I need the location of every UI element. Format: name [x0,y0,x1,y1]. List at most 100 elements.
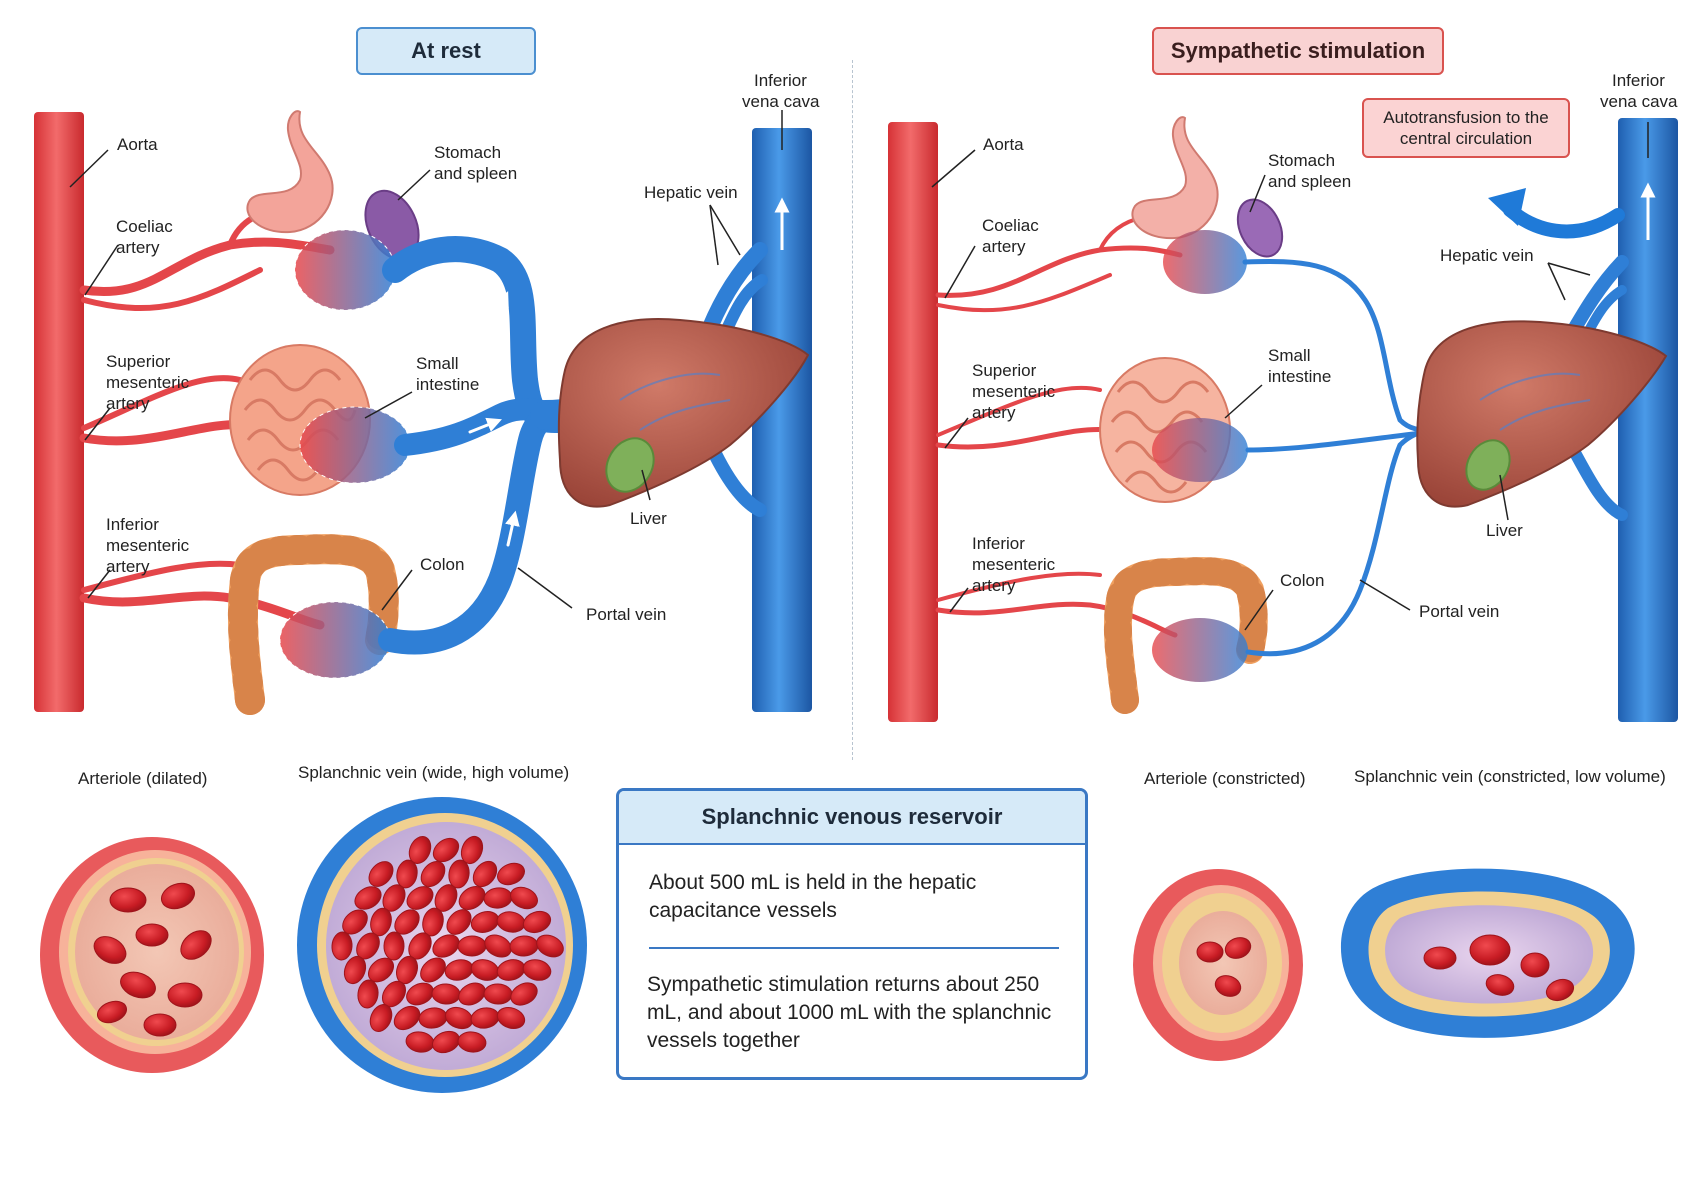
red-blood-cell [394,909,420,935]
capillary-beds [1152,230,1248,682]
sympathetic-panel-title: Sympathetic stimulation [1152,27,1444,75]
stomach [246,110,334,234]
label-stomach-1: Stomach [1268,151,1335,170]
red-blood-cell [472,860,498,888]
colon [1103,557,1268,714]
gallbladder [605,437,655,493]
red-blood-cell [484,934,512,958]
colon [227,534,399,715]
red-blood-cell [457,1031,487,1053]
autotransfusion-arrowhead [1488,188,1526,226]
label-portal-vein: Portal vein [1419,602,1499,621]
label-sma-1: Superior [972,361,1037,380]
red-blood-cell [536,934,564,958]
arteriole-dilated-cross-section [40,837,264,1073]
red-blood-cell [432,837,460,863]
red-blood-cell [420,860,446,888]
label-hepatic-vein: Hepatic vein [1440,246,1534,265]
red-blood-cell [460,835,484,865]
red-blood-cell [368,861,394,887]
red-blood-cell [396,859,418,889]
label-stomach-2: and spleen [434,164,517,183]
reservoir-title: Splanchnic venous reservoir [619,791,1085,845]
label-ivc-2: vena cava [742,92,820,111]
red-blood-cell [510,886,538,910]
reservoir-text-1: About 500 mL is held in the hepatic capa… [649,871,977,922]
reservoir-separator [649,947,1059,949]
panel-divider [852,60,853,760]
leader-lines [931,122,1649,631]
red-blood-cell [432,934,460,958]
reservoir-text-2: Sympathetic stimulation returns about 25… [647,973,1052,1052]
red-blood-cell [342,909,368,935]
label-sma-1: Superior [106,352,171,371]
ivc [1618,118,1678,722]
label-small-intestine-1: Small [1268,346,1311,365]
label-aorta: Aorta [983,135,1024,154]
label-stomach-1: Stomach [434,143,501,162]
label-small-intestine-1: Small [416,354,459,373]
label-coeliac-artery-2: artery [116,238,160,257]
label-coeliac-artery-2: artery [982,237,1026,256]
red-blood-cell [393,1005,421,1031]
label-sma-3: artery [972,403,1016,422]
label-colon: Colon [420,555,464,574]
label-coeliac-artery-1: Coeliac [982,216,1039,235]
label-liver: Liver [630,509,667,528]
label-portal-vein: Portal vein [586,605,666,624]
vein-constricted-cross-section [1340,868,1635,1038]
red-blood-cell [383,931,405,961]
red-blood-cell [446,909,472,935]
label-aorta: Aorta [117,135,158,154]
gallbladder [1465,439,1511,491]
label-hepatic-vein: Hepatic vein [644,183,738,202]
label-ima-1: Inferior [106,515,159,534]
red-blood-cell [369,1004,393,1032]
label-ivc-1: Inferior [1612,71,1665,90]
red-blood-cell [354,886,382,910]
label-ima-1: Inferior [972,534,1025,553]
arteriole-constricted-cross-section [1133,869,1303,1061]
reservoir-info-box: Splanchnic venous reservoir About 500 mL… [616,788,1088,1080]
label-ivc-2: vena cava [1600,92,1678,111]
red-blood-cell [367,957,395,983]
label-sma-3: artery [106,394,150,413]
stomach [1131,116,1219,240]
label-sma-2: mesenteric [972,382,1056,401]
red-blood-cell [522,910,552,934]
red-blood-cell [457,935,487,957]
red-blood-cell [483,983,513,1005]
red-blood-cell [522,959,552,981]
red-blood-cell [458,886,486,910]
red-blood-cell [496,1007,526,1029]
ivc [752,128,812,712]
rest-panel: Aorta Coeliac artery Superior mesenteric… [34,71,820,715]
label-ima-2: mesenteric [972,555,1056,574]
label-vein-wide: Splanchnic vein (wide, high volume) [298,763,569,782]
red-blood-cell [343,955,367,985]
vein-wide-cross-section [297,797,587,1093]
red-blood-cell [497,862,525,886]
autotransfusion-arrow [1503,203,1625,239]
constricted-veins [1242,258,1433,657]
spleen [1236,198,1284,258]
red-blood-cell [331,931,353,961]
rest-panel-title: At rest [356,27,536,75]
label-coeliac-artery-1: Coeliac [116,217,173,236]
red-blood-cell [458,982,486,1006]
label-small-intestine-2: intestine [1268,367,1331,386]
sympathetic-panel: Aorta Coeliac artery Superior mesenteric… [888,71,1678,722]
label-ima-3: artery [106,557,150,576]
red-blood-cell [420,957,446,983]
label-sma-2: mesenteric [106,373,190,392]
label-ivc-1: Inferior [754,71,807,90]
red-blood-cell [406,982,434,1006]
aorta [888,122,938,722]
red-blood-cell [406,886,434,910]
red-blood-cell [357,979,379,1009]
capillary-beds [279,229,411,679]
label-vein-constricted: Splanchnic vein (constricted, low volume… [1354,767,1666,786]
red-blood-cell [510,982,538,1006]
leader-lines [69,110,783,611]
